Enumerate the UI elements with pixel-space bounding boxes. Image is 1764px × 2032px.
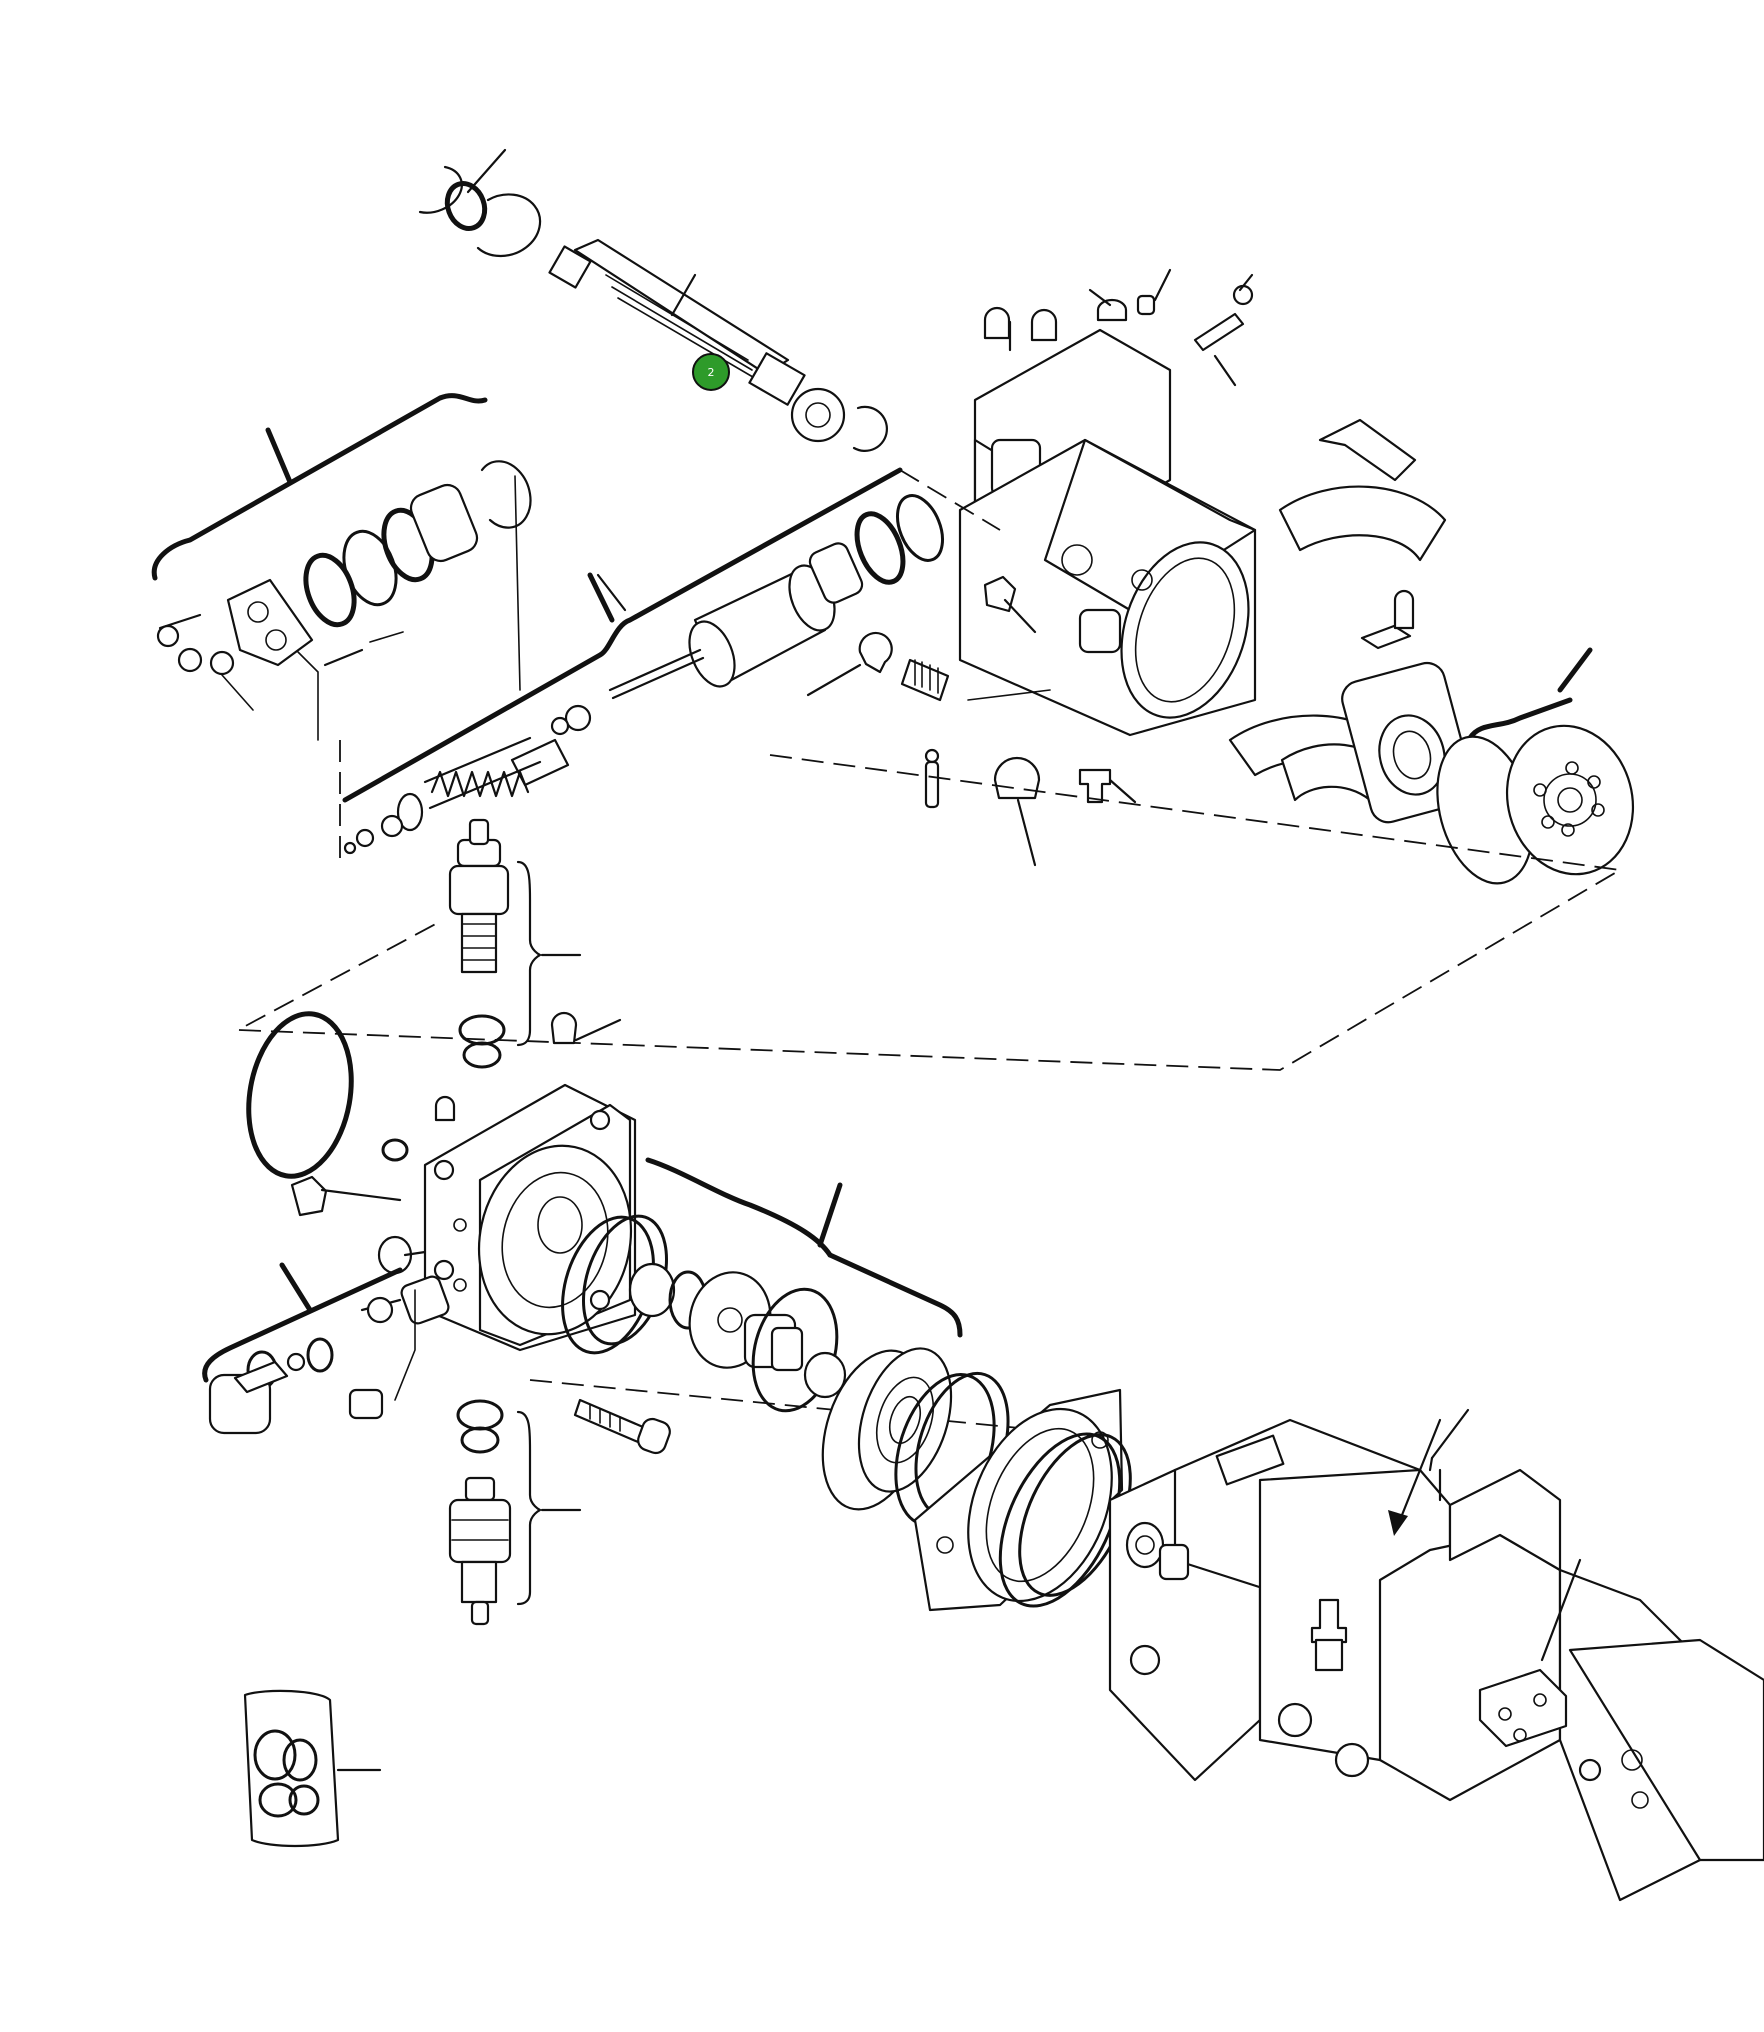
assembled-pump [1108,1408,1764,1902]
assembly-arrow [1388,1418,1442,1536]
callout-badge-label: 2 [708,366,715,379]
swash-assembly [561,1157,1132,1612]
shaft-assembly [418,148,888,452]
control-valve-assembly [151,393,532,741]
cylinder-barrel [1436,724,1635,885]
piston-spring-assembly [342,467,944,855]
relief-valve-lower [448,1399,582,1626]
cap-screw [573,1398,671,1455]
bearing-assembly [1228,418,1635,885]
drive-shaft [548,238,806,406]
pump-housing [806,268,1257,867]
compression-spring [423,736,542,810]
relief-valve-upper [448,818,582,1047]
callout-badge[interactable]: 2 [692,353,730,391]
bearing-race [821,1347,953,1511]
seal-kit-icon [243,1689,382,1848]
port-plate [202,1011,671,1455]
